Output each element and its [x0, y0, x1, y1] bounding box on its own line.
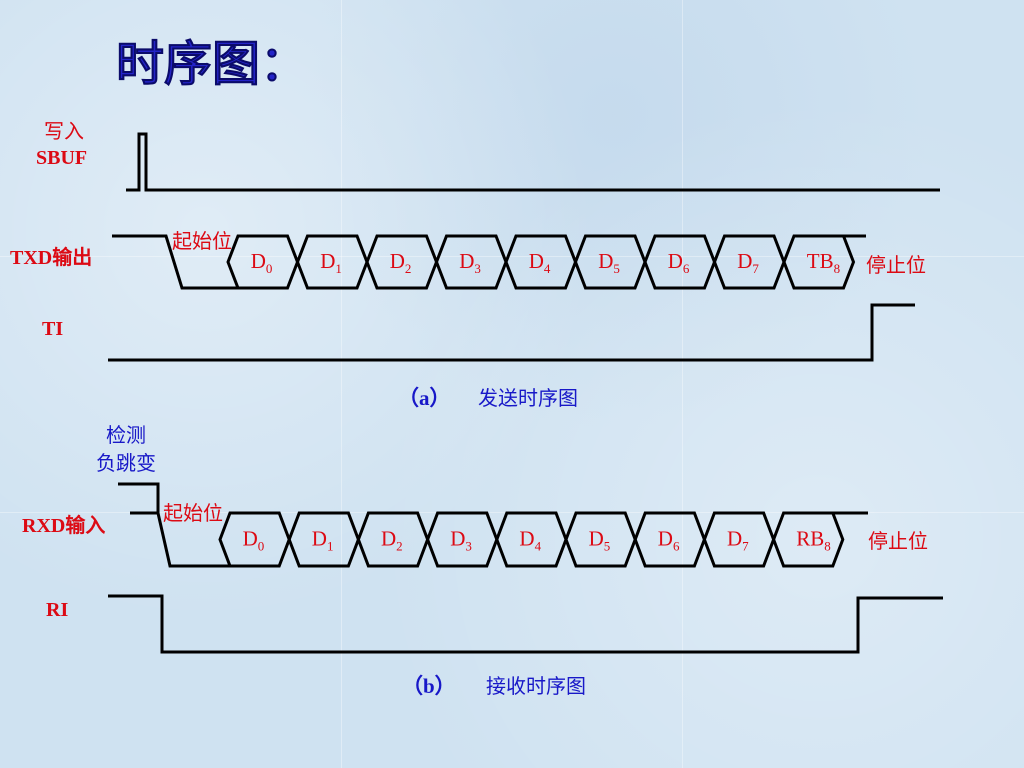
data-bit-name: D	[381, 527, 396, 551]
start-bit-label-send: 起始位	[172, 229, 232, 253]
data-bit-subscript: 2	[396, 539, 403, 554]
data-bit-subscript: 0	[258, 539, 265, 554]
data-bit-subscript: 3	[465, 539, 472, 554]
data-bit-subscript: 7	[742, 539, 749, 554]
ri-waveform	[108, 594, 943, 654]
ti-label: TI	[42, 318, 63, 340]
data-bit-name: D	[320, 249, 335, 273]
data-bit-subscript: 8	[824, 539, 831, 554]
data-bit-name: D	[390, 249, 405, 273]
ti-waveform	[108, 303, 915, 362]
data-bit-label: D4	[529, 249, 551, 276]
data-bit-subscript: 8	[834, 261, 841, 276]
data-bit-name: D	[668, 249, 683, 273]
data-bit-label: D4	[519, 527, 541, 554]
data-bit-subscript: 3	[474, 261, 481, 276]
data-bit-name: D	[312, 527, 327, 551]
caption-a-prefix: （a）	[398, 386, 451, 410]
data-bit-label: D6	[668, 249, 690, 276]
data-bit-subscript: 2	[405, 261, 412, 276]
start-bit-shape	[130, 511, 230, 568]
rxd-input-label: RXD输入	[22, 513, 105, 537]
ri-label: RI	[46, 599, 68, 621]
data-bit-name: D	[251, 249, 266, 273]
data-bit-subscript: 6	[683, 261, 690, 276]
data-bit-subscript: 4	[535, 539, 542, 554]
data-bit-label: D2	[390, 249, 412, 276]
data-bit-subscript: 7	[752, 261, 759, 276]
data-bit-label: D7	[737, 249, 759, 276]
stop-bit-label-receive: 停止位	[868, 529, 928, 553]
data-bit-label: D5	[589, 527, 611, 554]
data-bit-name: D	[737, 249, 752, 273]
data-bit-label: D3	[459, 249, 481, 276]
data-bit-label: D6	[658, 527, 680, 554]
caption-b-prefix: （b）	[402, 674, 456, 698]
caption-a: 发送时序图	[478, 386, 578, 410]
data-bit-name: D	[459, 249, 474, 273]
detect-label-line2: 负跳变	[96, 451, 156, 475]
data-bit-name: D	[529, 249, 544, 273]
background-gridline	[0, 256, 1024, 257]
data-bit-label: D2	[381, 527, 403, 554]
data-bit-subscript: 4	[544, 261, 551, 276]
start-bit-label-receive: 起始位	[163, 501, 223, 525]
detect-label-line1: 检测	[106, 423, 146, 447]
data-bit-label: TB8	[807, 249, 840, 276]
data-bit-label: D1	[320, 249, 342, 276]
background-gridline	[341, 0, 342, 768]
data-bit-label: RB8	[796, 527, 831, 554]
data-bit-subscript: 1	[335, 261, 342, 276]
data-bit-subscript: 5	[604, 539, 611, 554]
start-bit-shape	[112, 234, 238, 290]
data-bit-cell	[771, 511, 845, 568]
write-sbuf-label-line2: SBUF	[36, 147, 87, 169]
data-bit-label: D7	[727, 527, 749, 554]
data-bit-name: D	[598, 249, 613, 273]
data-bit-label: D0	[251, 249, 273, 276]
data-bit-name: TB	[807, 249, 834, 273]
data-bit-label: D1	[312, 527, 334, 554]
stop-bit-label-send: 停止位	[866, 253, 926, 277]
data-bit-name: D	[450, 527, 465, 551]
data-bit-subscript: 1	[327, 539, 334, 554]
data-bit-name: D	[658, 527, 673, 551]
caption-b: 接收时序图	[486, 674, 586, 698]
page-title: 时序图：	[116, 36, 308, 92]
data-bit-name: D	[589, 527, 604, 551]
data-bit-subscript: 5	[613, 261, 620, 276]
data-bit-name: RB	[796, 527, 824, 551]
data-bit-cell	[782, 234, 856, 290]
data-bit-label: D0	[243, 527, 265, 554]
background-gridline	[682, 0, 683, 768]
txd-output-label: TXD输出	[10, 245, 92, 269]
data-bit-subscript: 0	[266, 261, 273, 276]
data-bit-name: D	[727, 527, 742, 551]
data-bit-label: D5	[598, 249, 620, 276]
data-bit-name: D	[519, 527, 534, 551]
data-bit-name: D	[243, 527, 258, 551]
negative-edge-marker	[118, 482, 160, 513]
data-bit-subscript: 6	[673, 539, 680, 554]
write-sbuf-pulse	[126, 132, 940, 192]
data-bit-label: D3	[450, 527, 472, 554]
write-sbuf-label-line1: 写入	[44, 119, 84, 143]
